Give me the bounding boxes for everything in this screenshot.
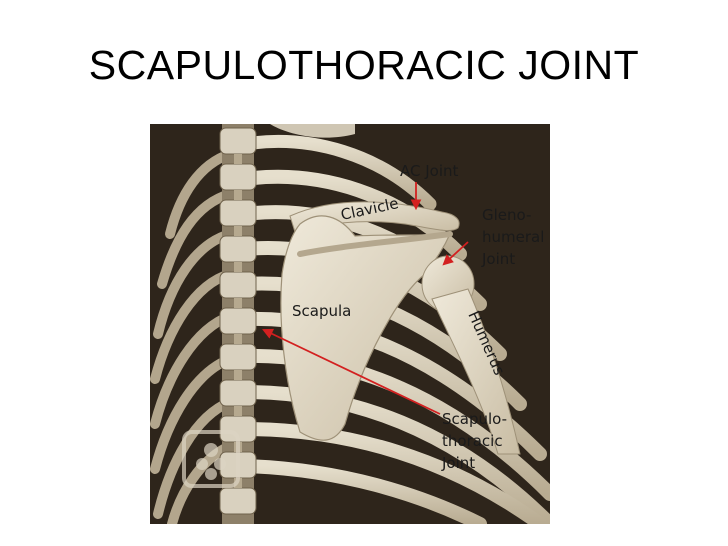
label-gleno-line1: Gleno-	[482, 206, 531, 224]
label-st-line3: Joint	[441, 454, 475, 472]
shoulder-anatomy-figure: AC Joint Clavicle Gleno- humeral Joint S…	[150, 124, 550, 524]
rib-cage	[238, 135, 550, 524]
scapula-bone	[280, 215, 451, 441]
label-ac-joint: AC Joint	[400, 162, 459, 180]
scapulothoracic-arrow	[262, 328, 441, 415]
label-gleno-line2: humeral	[482, 228, 544, 246]
label-st-line1: Scapulo-	[442, 410, 507, 428]
neck-bone	[270, 124, 355, 138]
skeleton-logo-icon	[182, 430, 240, 488]
label-scapula: Scapula	[292, 302, 351, 320]
annotation-arrows	[262, 182, 469, 415]
glenohumeral-arrow	[442, 241, 469, 266]
scapular-spine	[297, 231, 453, 257]
shoulder-anatomy-illustration: AC Joint Clavicle Gleno- humeral Joint S…	[150, 124, 550, 524]
left-ribs	[150, 149, 235, 524]
slide-title: SCAPULOTHORACIC JOINT	[88, 42, 640, 88]
label-st-line2: thoracic	[442, 432, 503, 450]
label-gleno-line3: Joint	[481, 250, 515, 268]
humerus-bone	[421, 255, 521, 455]
